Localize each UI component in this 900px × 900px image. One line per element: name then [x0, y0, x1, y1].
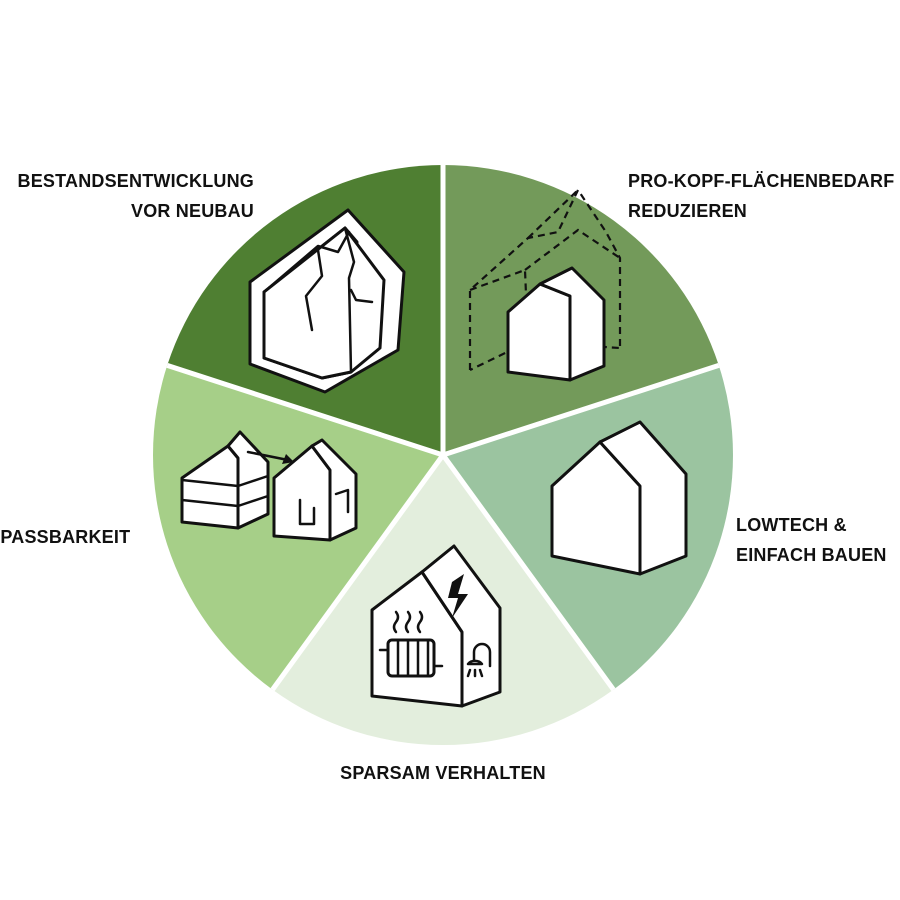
segment-divider [166, 363, 444, 458]
segment-divider [270, 453, 446, 692]
label-sparsam-verhalten: SPARSAM VERHALTEN [340, 763, 546, 783]
cracked-house-icon [248, 208, 406, 394]
segment-divider [440, 453, 616, 692]
segment-divider [442, 363, 720, 458]
shower-icon [466, 642, 492, 678]
label-lowtech: LOWTECH & EINFACH BAUEN [736, 515, 887, 565]
radiator-icon [378, 610, 444, 678]
label-anpassbarkeit: ANPASSBARKEIT [0, 527, 131, 547]
simple-house-icon [550, 420, 688, 576]
segment-dividers [166, 165, 720, 692]
lightning-icon [448, 574, 468, 618]
house-radiator-shower-lightning-icon [370, 544, 502, 708]
small-house-in-large-outline-icon [468, 187, 622, 382]
label-bestandsentwicklung: BESTANDSENTWICKLUNG VOR NEUBAU [17, 171, 254, 221]
label-pro-kopf-flaechenbedarf: PRO-KOPF-FLÄCHENBEDARF REDUZIEREN [628, 171, 895, 221]
adaptable-house-icon [180, 430, 358, 542]
